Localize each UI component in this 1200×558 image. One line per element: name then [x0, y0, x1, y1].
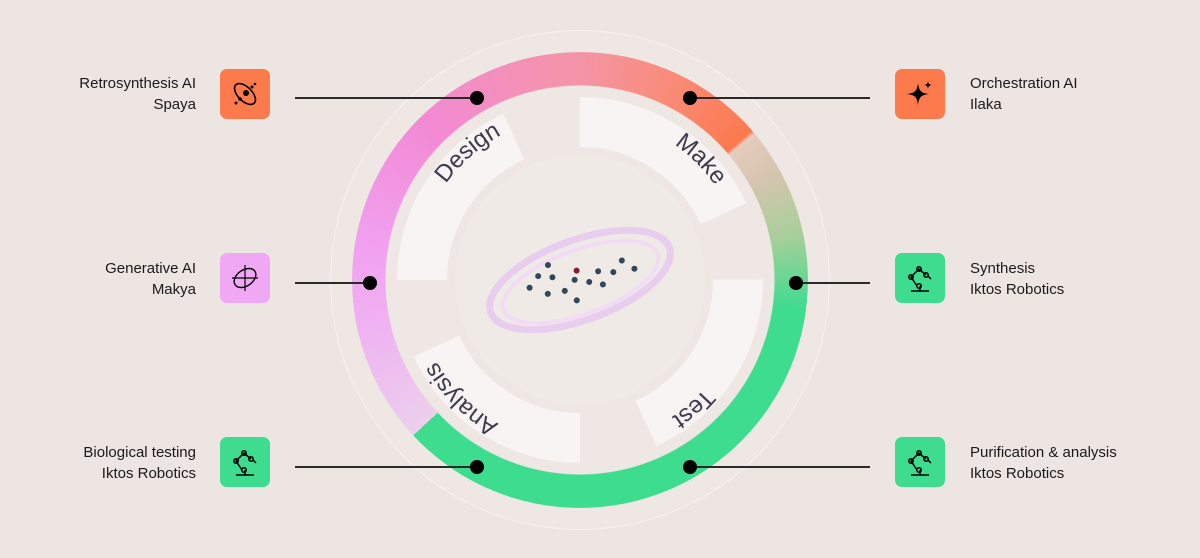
orbit-icon [220, 69, 270, 119]
connector-dot [789, 276, 803, 290]
connector-line [295, 466, 477, 468]
connector-dot [363, 276, 377, 290]
crosshair-ellipse-icon [220, 253, 270, 303]
connector-line [690, 466, 870, 468]
connector-dot [470, 460, 484, 474]
sparkle-icon [895, 69, 945, 119]
connector-line [690, 97, 870, 99]
robot-arm-icon [220, 437, 270, 487]
robot-arm-icon [895, 437, 945, 487]
connector-line [795, 282, 870, 284]
connector-dot [683, 460, 697, 474]
connector-dot [683, 91, 697, 105]
connector-line [295, 97, 477, 99]
connector-dot [470, 91, 484, 105]
connector-line [295, 282, 370, 284]
robot-arm-icon [895, 253, 945, 303]
molecule-ring-illustration [486, 226, 674, 334]
cycle-center: Design Make Analysis Test [397, 97, 763, 463]
